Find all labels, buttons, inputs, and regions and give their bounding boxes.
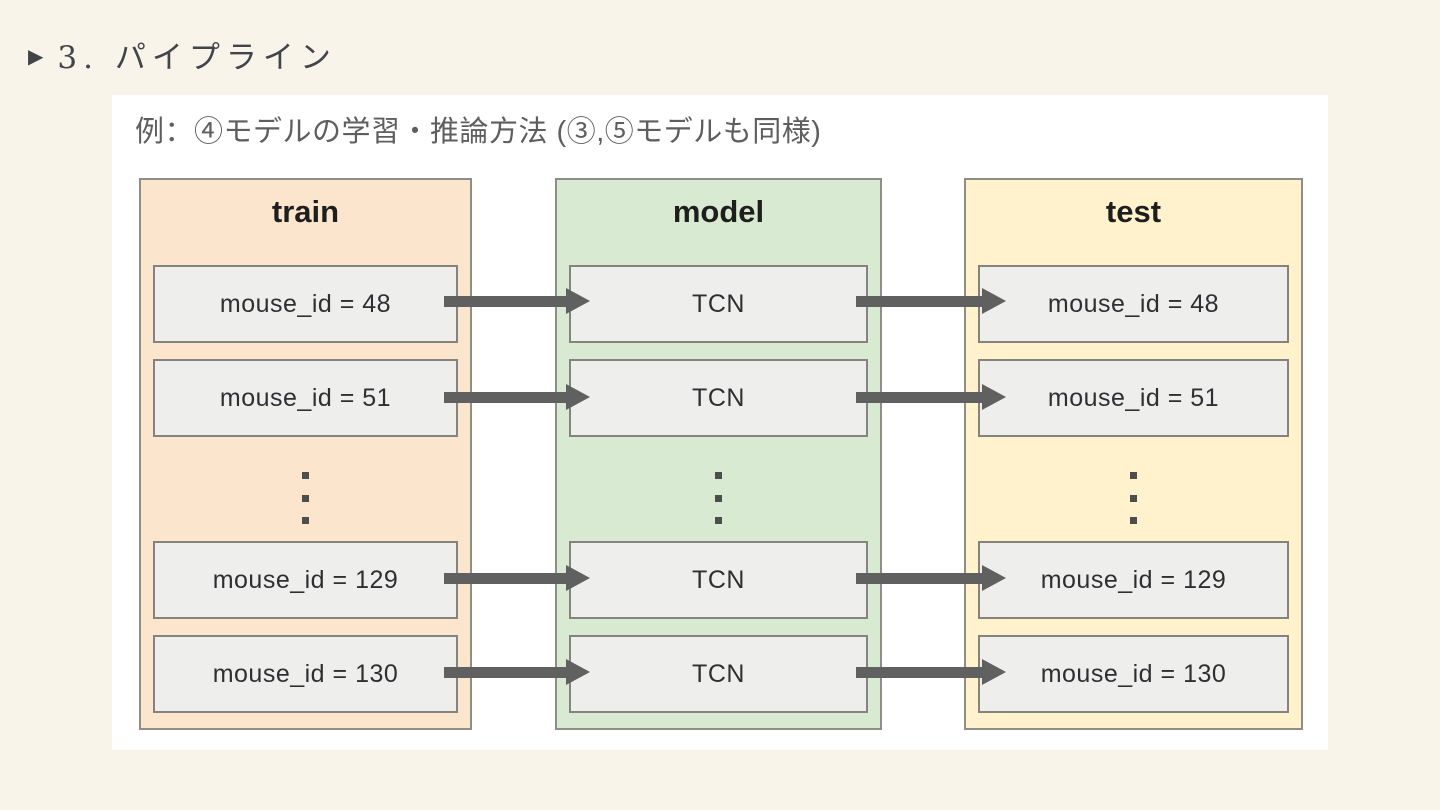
- ellipsis-dot: [302, 472, 309, 479]
- vertical-ellipsis: [966, 472, 1301, 524]
- test-item-box: mouse_id = 48: [978, 265, 1289, 343]
- train-item-box: mouse_id = 51: [153, 359, 458, 437]
- test-item-box: mouse_id = 51: [978, 359, 1289, 437]
- ellipsis-dot: [302, 494, 309, 502]
- ellipsis-dot: [1130, 517, 1137, 524]
- train-item-box: mouse_id = 48: [153, 265, 458, 343]
- arrow-model-to-test-icon: [856, 659, 1006, 685]
- train-item-box: mouse_id = 130: [153, 635, 458, 713]
- triangle-bullet-icon: ▶: [28, 43, 44, 68]
- diagram-caption: 例：④モデルの学習・推論方法 (③,⑤モデルも同様): [135, 116, 822, 148]
- arrow-train-to-model-icon: [444, 384, 590, 410]
- model-column-header: model: [672, 194, 765, 229]
- ellipsis-dot: [715, 494, 722, 502]
- ellipsis-dot: [715, 472, 722, 479]
- arrow-model-to-test-icon: [856, 288, 1006, 314]
- ellipsis-dot: [715, 517, 722, 524]
- test-column: test mouse_id = 48 mouse_id = 51 mouse_i…: [964, 178, 1303, 730]
- ellipsis-dot: [1130, 472, 1137, 479]
- model-item-box: TCN: [569, 541, 868, 619]
- model-item-box: TCN: [569, 359, 868, 437]
- test-item-box: mouse_id = 129: [978, 541, 1289, 619]
- train-column: train mouse_id = 48 mouse_id = 51 mouse_…: [139, 178, 472, 730]
- test-item-box: mouse_id = 130: [978, 635, 1289, 713]
- test-column-header: test: [1105, 194, 1162, 229]
- arrow-model-to-test-icon: [856, 565, 1006, 591]
- model-item-box: TCN: [569, 635, 868, 713]
- model-item-box: TCN: [569, 265, 868, 343]
- model-column: model TCN TCN TCN TCN: [555, 178, 882, 730]
- vertical-ellipsis: [557, 472, 880, 524]
- slide-title: ▶ 3. パイプライン: [28, 32, 337, 77]
- train-column-header: train: [271, 194, 340, 229]
- arrow-train-to-model-icon: [444, 659, 590, 685]
- vertical-ellipsis: [141, 472, 470, 524]
- arrow-train-to-model-icon: [444, 565, 590, 591]
- slide-title-text: 3. パイプライン: [57, 40, 337, 76]
- arrow-model-to-test-icon: [856, 384, 1006, 410]
- train-item-box: mouse_id = 129: [153, 541, 458, 619]
- ellipsis-dot: [302, 517, 309, 524]
- ellipsis-dot: [1130, 494, 1137, 502]
- arrow-train-to-model-icon: [444, 288, 590, 314]
